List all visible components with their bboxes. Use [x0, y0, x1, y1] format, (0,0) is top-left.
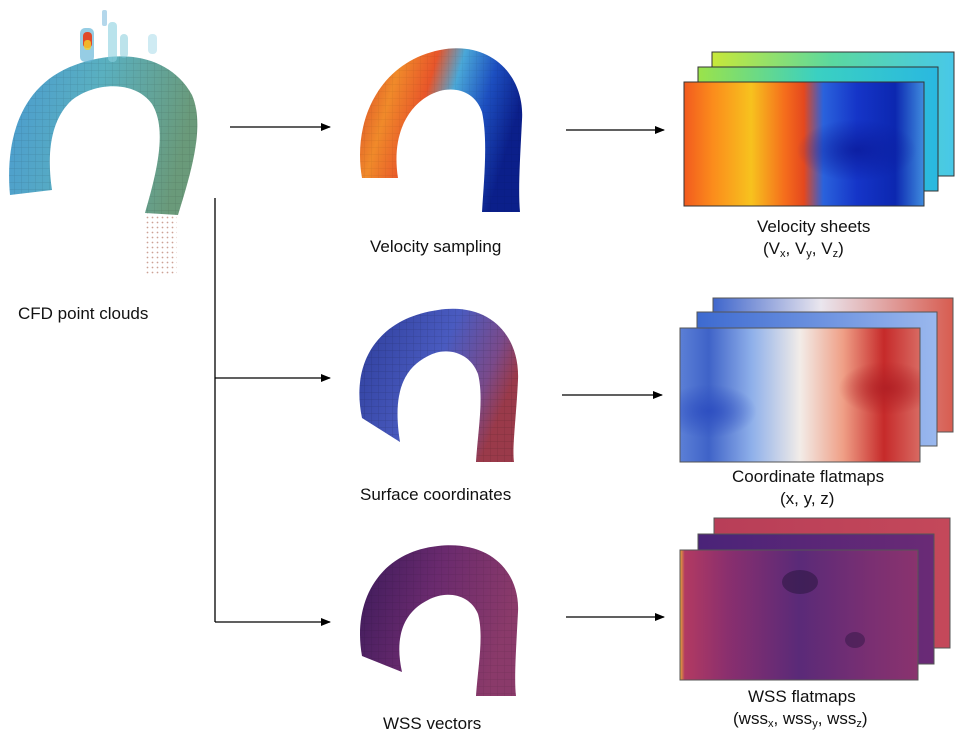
- wss-flatmaps-vars: (wssx, wssy, wssz): [733, 709, 868, 730]
- coordinate-flatmaps-vars: (x, y, z): [780, 489, 835, 508]
- point-cloud-aorta-image: [9, 10, 198, 276]
- velocity-sheets-vars: (Vx, Vy, Vz): [763, 239, 844, 260]
- surface-coordinates-label: Surface coordinates: [360, 485, 512, 504]
- velocity-sheets-stack: [683, 51, 955, 207]
- velocity-sampling-aorta-image: [360, 48, 523, 213]
- wss-flatmaps-stack: [679, 517, 951, 681]
- wss-flatmap-x: [679, 549, 919, 681]
- connectors: [214, 123, 665, 626]
- surface-coordinates-aorta-image: [359, 308, 519, 462]
- source-label: CFD point clouds: [18, 304, 149, 323]
- coordinate-flatmaps-title: Coordinate flatmaps: [732, 467, 885, 486]
- coordinate-flatmaps-stack: [679, 297, 954, 463]
- velocity-sampling-label: Velocity sampling: [370, 237, 502, 256]
- wss-vectors-aorta-image: [360, 545, 519, 696]
- velocity-sheets-title: Velocity sheets: [757, 217, 871, 236]
- wss-vectors-label: WSS vectors: [383, 714, 482, 733]
- wss-flatmaps-title: WSS flatmaps: [748, 687, 856, 706]
- branch-vessels: [80, 10, 157, 62]
